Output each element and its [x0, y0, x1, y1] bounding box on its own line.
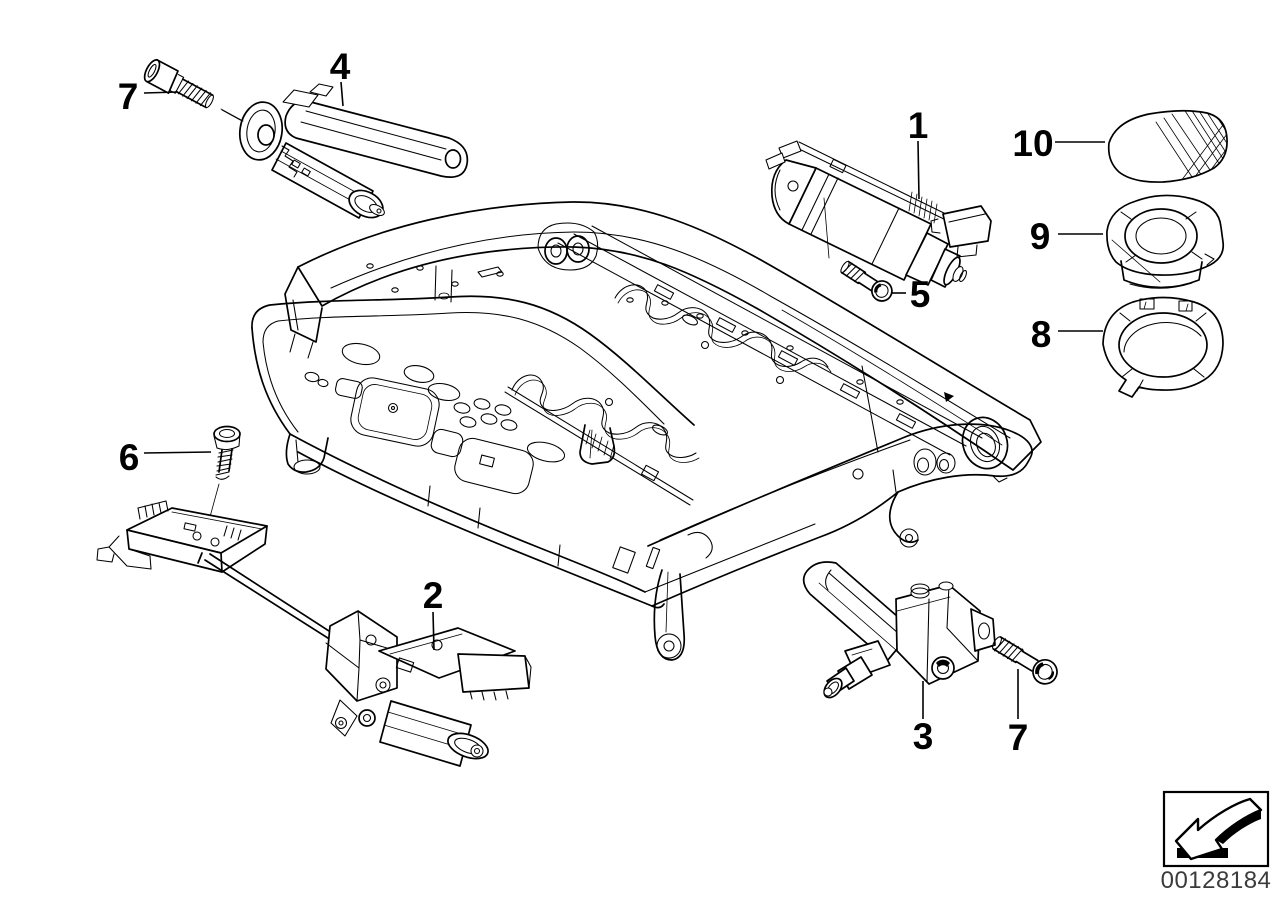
callout-label-2[interactable]: 2: [423, 575, 444, 616]
leader-2: [432, 611, 435, 651]
bolt-5-drawing: [840, 260, 893, 302]
leader-7-top: [143, 91, 179, 94]
page-back-arrow-icon: [1174, 797, 1263, 861]
callout-label-8[interactable]: 8: [1031, 314, 1052, 355]
callout-label-9[interactable]: 9: [1030, 216, 1051, 257]
callout-label-1[interactable]: 1: [908, 105, 929, 146]
callout-label-4[interactable]: 4: [330, 46, 351, 87]
callout-label-10[interactable]: 10: [1012, 123, 1053, 164]
nav-arrow-box[interactable]: [1162, 790, 1270, 868]
leader-4: [340, 81, 344, 107]
leader-1: [917, 140, 920, 200]
motor-4-drawing: [220, 83, 469, 219]
callout-leader-lines: [143, 81, 1105, 719]
callout-label-5[interactable]: 5: [910, 274, 931, 315]
leader-6: [143, 451, 212, 454]
motor-2-drawing: [325, 610, 532, 767]
callout-label-7-bottom[interactable]: 7: [1008, 717, 1029, 758]
diagram-number: 00128184: [1161, 867, 1272, 894]
guide-ring-9-drawing: [1106, 194, 1225, 289]
callout-label-3[interactable]: 3: [913, 716, 934, 757]
retaining-ring-8-drawing: [1102, 296, 1224, 398]
cover-10-drawing: [1107, 109, 1228, 183]
bolt-7-top-guide-line: [221, 109, 243, 122]
callout-label-7-top[interactable]: 7: [118, 76, 139, 117]
bolt-7-bottom-drawing: [992, 636, 1058, 685]
drive-module-2-drawing: [96, 500, 347, 648]
seat-frame-drawing: [251, 201, 1042, 661]
motor-1-drawing: [765, 140, 992, 288]
motor-3-drawing: [802, 561, 996, 699]
callout-label-6[interactable]: 6: [119, 437, 140, 478]
bolt-7-top-drawing: [143, 58, 214, 109]
